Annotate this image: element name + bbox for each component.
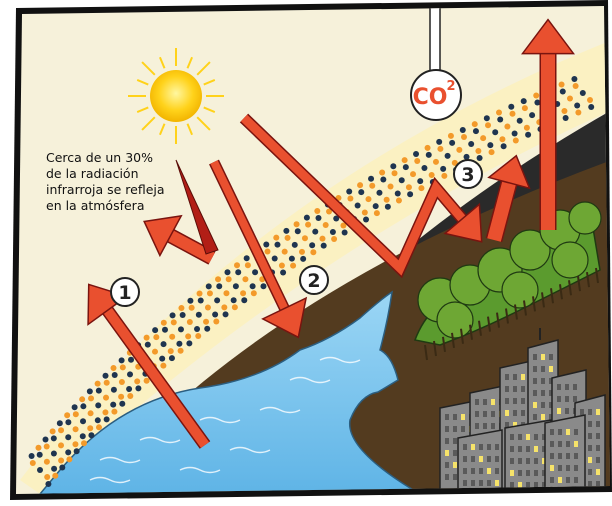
reflection-caption: Cerca de un 30% de la radiación infrarro…: [46, 150, 236, 214]
marker-1: 1: [111, 278, 139, 306]
marker-label: 1: [118, 282, 131, 304]
marker-2: 2: [300, 266, 328, 294]
sun-icon: [128, 48, 224, 144]
caption-line-1: Cerca de un 30%: [46, 150, 236, 166]
thermometer-icon: [430, 0, 440, 74]
caption-line-3: infrarroja se refleja: [46, 182, 236, 198]
co2-badge: CO 2: [411, 70, 461, 120]
caption-line-2: de la radiación: [46, 166, 236, 182]
marker-label: 3: [461, 164, 474, 186]
marker-label: 2: [307, 270, 320, 292]
caption-line-4: en la atmósfera: [46, 198, 236, 214]
marker-3: 3: [454, 160, 482, 188]
co2-exponent: 2: [446, 79, 455, 94]
co2-label: CO: [413, 85, 448, 110]
